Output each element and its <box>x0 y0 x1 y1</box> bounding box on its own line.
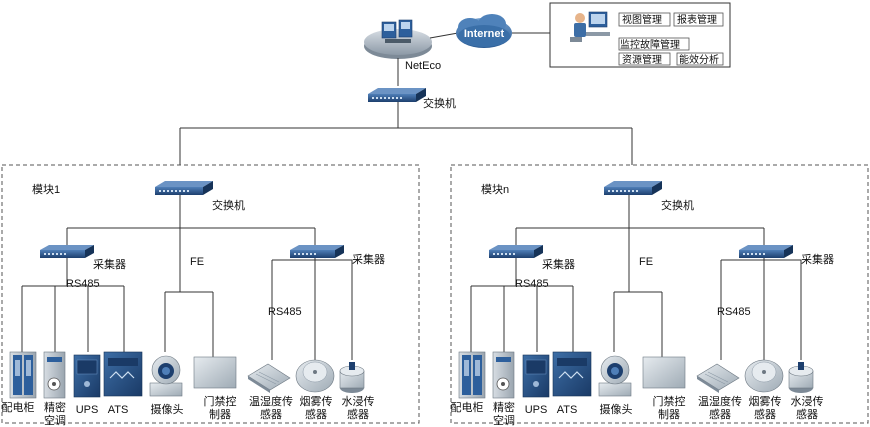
module-title: 模块1 <box>32 183 60 196</box>
water-sensor-icon <box>788 362 814 393</box>
ats-label: ATS <box>108 404 129 416</box>
smoke-label-1: 烟雾传 <box>300 394 333 408</box>
collector-left-icon <box>40 245 94 258</box>
rs485-right-label: RS485 <box>268 306 302 318</box>
ups-icon <box>73 354 101 398</box>
pdu-cabinet-icon <box>458 351 486 399</box>
smoke-sensor-icon <box>744 359 784 393</box>
collector-right-label: 采集器 <box>352 252 385 266</box>
ats-icon <box>552 351 592 397</box>
water-label-1: 水浸传 <box>342 395 375 408</box>
neteco-server-icon <box>364 19 432 59</box>
collector-right-icon <box>290 245 344 258</box>
camera-label: 摄像头 <box>600 402 633 416</box>
ats-icon <box>103 351 143 397</box>
fault-monitoring-button[interactable] <box>618 37 690 51</box>
pdu-label: 配电柜 <box>451 401 484 414</box>
energy-analysis-label: 能效分析 <box>679 53 719 66</box>
module-title: 模块n <box>481 183 509 196</box>
neteco-label: NetEco <box>405 60 441 72</box>
report-management-button[interactable] <box>673 12 724 27</box>
precision-ac-icon <box>43 351 66 399</box>
temp-humidity-sensor-icon <box>247 363 291 393</box>
module-switch-icon <box>155 181 213 195</box>
view-management-label: 视图管理 <box>622 13 662 26</box>
collector-right-icon <box>739 245 793 258</box>
water-sensor-icon <box>339 362 365 393</box>
module-switch-label: 交换机 <box>661 198 694 212</box>
water-label-2: 感器 <box>347 408 369 421</box>
pdu-label: 配电柜 <box>2 401 35 414</box>
fe-label: FE <box>639 256 653 268</box>
module-1-group: 模块1 交换机 FE 采集器 RS485 采集器 RS485 配电柜精密空调 UPS ATS 摄像头… <box>1 164 420 427</box>
temp-label-1: 温湿度传 <box>698 394 742 408</box>
ac-label-1: 精密 <box>44 400 66 414</box>
module-switch-label: 交换机 <box>212 198 245 212</box>
access-label-2: 制器 <box>209 408 231 421</box>
fe-label: FE <box>190 256 204 268</box>
resource-management-button[interactable] <box>618 52 671 66</box>
ats-label: ATS <box>557 404 578 416</box>
smoke-label-2: 感器 <box>305 408 327 421</box>
fault-monitoring-label: 监控故障管理 <box>620 38 680 51</box>
core-switch-icon <box>368 88 426 102</box>
core-switch-label: 交换机 <box>423 96 456 110</box>
temp-label-1: 温湿度传 <box>249 394 293 408</box>
water-label-1: 水浸传 <box>791 395 824 408</box>
camera-icon <box>149 355 183 397</box>
access-controller-icon <box>193 356 237 389</box>
module-n-group: 模块n 交换机 FE 采集器 RS485 采集器 RS485 配电柜精密空调 UPS ATS 摄像头… <box>450 164 869 427</box>
collector-right-label: 采集器 <box>801 252 834 266</box>
rs485-right-label: RS485 <box>717 306 751 318</box>
link-server-cloud <box>429 32 459 39</box>
rs485-left-label: RS485 <box>66 278 100 290</box>
operator-workstation-icon <box>570 11 610 42</box>
collector-left-label: 采集器 <box>542 257 575 271</box>
smoke-sensor-icon <box>295 359 335 393</box>
temp-label-2: 感器 <box>260 408 282 421</box>
collector-left-icon <box>489 245 543 258</box>
precision-ac-icon <box>492 351 515 399</box>
ac-label-2: 空调 <box>493 413 515 427</box>
camera-label: 摄像头 <box>151 402 184 416</box>
energy-analysis-button[interactable] <box>676 52 724 66</box>
collector-left-label: 采集器 <box>93 257 126 271</box>
report-management-label: 报表管理 <box>677 13 717 26</box>
water-label-2: 感器 <box>796 408 818 421</box>
module-frame <box>1 164 420 424</box>
access-label-1: 门禁控 <box>653 394 686 408</box>
module-switch-icon <box>604 181 662 195</box>
ac-label-2: 空调 <box>44 413 66 427</box>
access-controller-icon <box>642 356 686 389</box>
view-management-button[interactable] <box>618 12 671 27</box>
access-label-1: 门禁控 <box>204 394 237 408</box>
ups-label: UPS <box>76 404 99 416</box>
temp-humidity-sensor-icon <box>696 363 740 393</box>
smoke-label-2: 感器 <box>754 408 776 421</box>
module-frame <box>450 164 869 424</box>
ups-icon <box>522 354 550 398</box>
resource-management-label: 资源管理 <box>622 53 662 66</box>
ac-label-1: 精密 <box>493 400 515 414</box>
smoke-label-1: 烟雾传 <box>749 394 782 408</box>
access-label-2: 制器 <box>658 408 680 421</box>
internet-label: Internet <box>464 28 505 40</box>
temp-label-2: 感器 <box>709 408 731 421</box>
internet-cloud-icon <box>456 14 512 48</box>
ups-label: UPS <box>525 404 548 416</box>
rs485-left-label: RS485 <box>515 278 549 290</box>
camera-icon <box>598 355 632 397</box>
pdu-cabinet-icon <box>9 351 37 399</box>
